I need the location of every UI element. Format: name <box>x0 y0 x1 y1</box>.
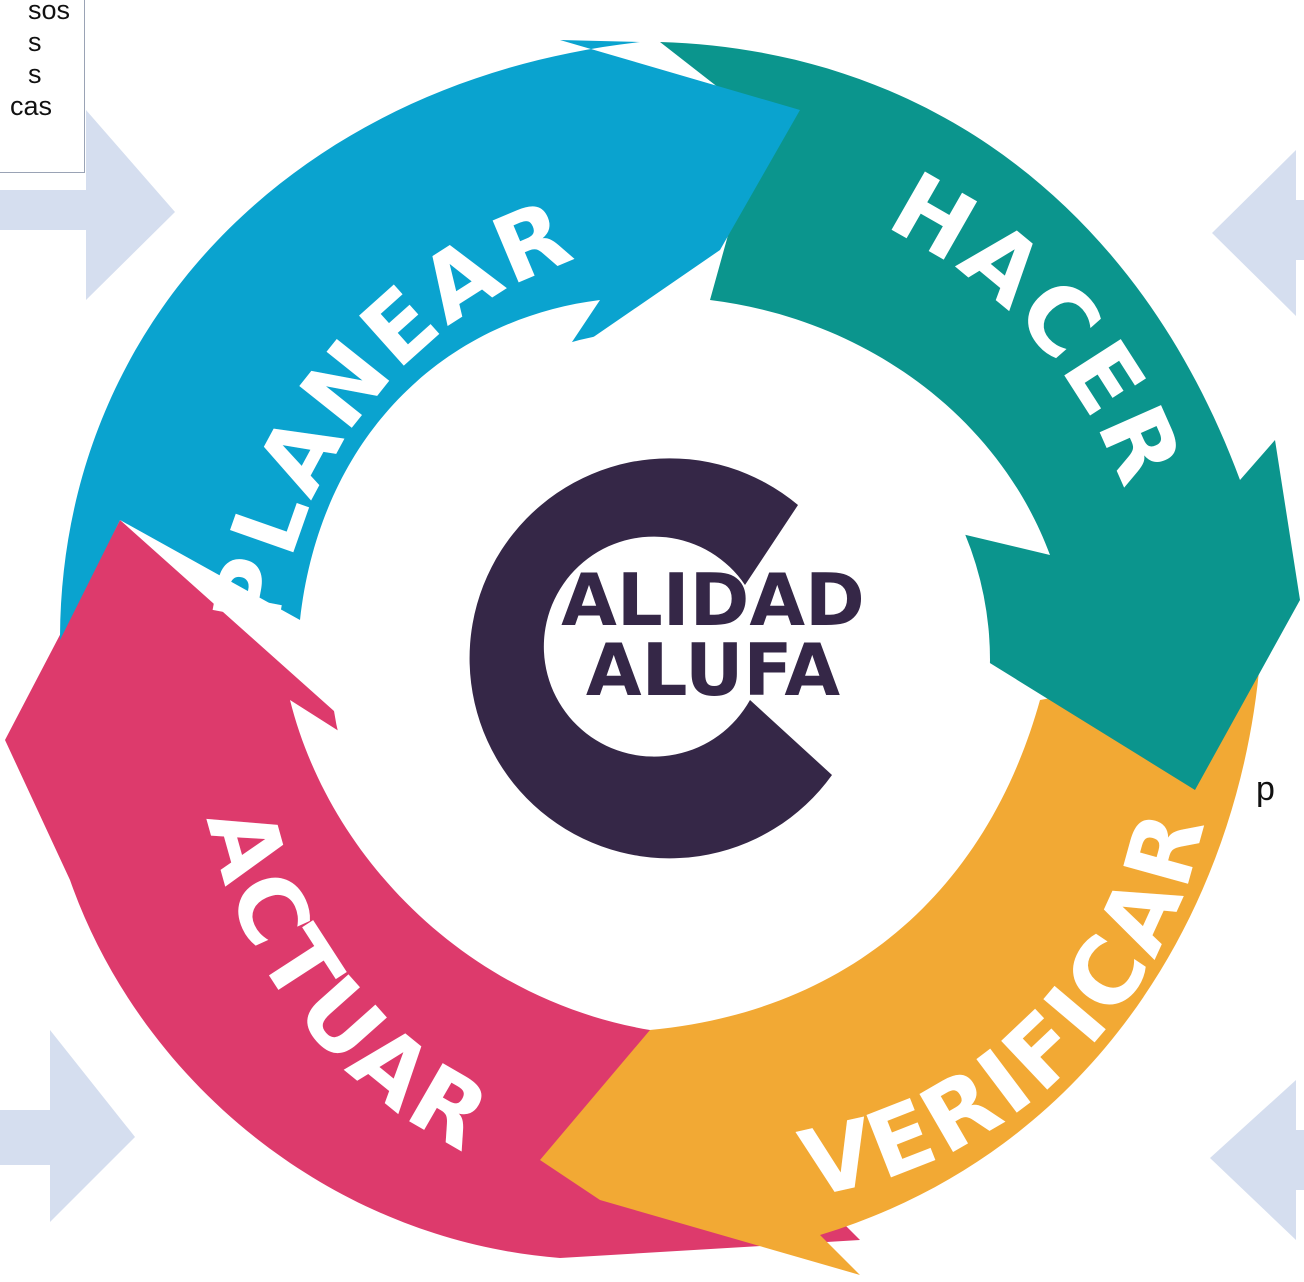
truncated-left-text: sos s s cas <box>0 0 90 122</box>
left-text-line-1: sos <box>28 0 71 25</box>
light-arrow-bottom-left <box>0 1030 135 1222</box>
logo-c-shape <box>469 458 832 859</box>
left-text-line-3: s <box>28 59 42 89</box>
left-text-line-2: s <box>28 27 42 57</box>
left-text-line-4: cas <box>10 91 53 121</box>
stage-segment-planear <box>60 40 800 640</box>
logo-text-line-2: ALUFA <box>586 628 840 712</box>
light-arrow-top-right <box>1212 150 1304 316</box>
stage-segment-verificar <box>540 660 1260 1275</box>
stage-segment-hacer <box>660 42 1300 790</box>
light-arrow-top-left <box>0 110 175 300</box>
light-arrow-bottom-right <box>1210 1080 1304 1240</box>
truncated-right-text: p <box>1256 770 1275 808</box>
center-disc <box>330 330 990 990</box>
logo-text-line-1: ALIDAD <box>561 558 865 642</box>
